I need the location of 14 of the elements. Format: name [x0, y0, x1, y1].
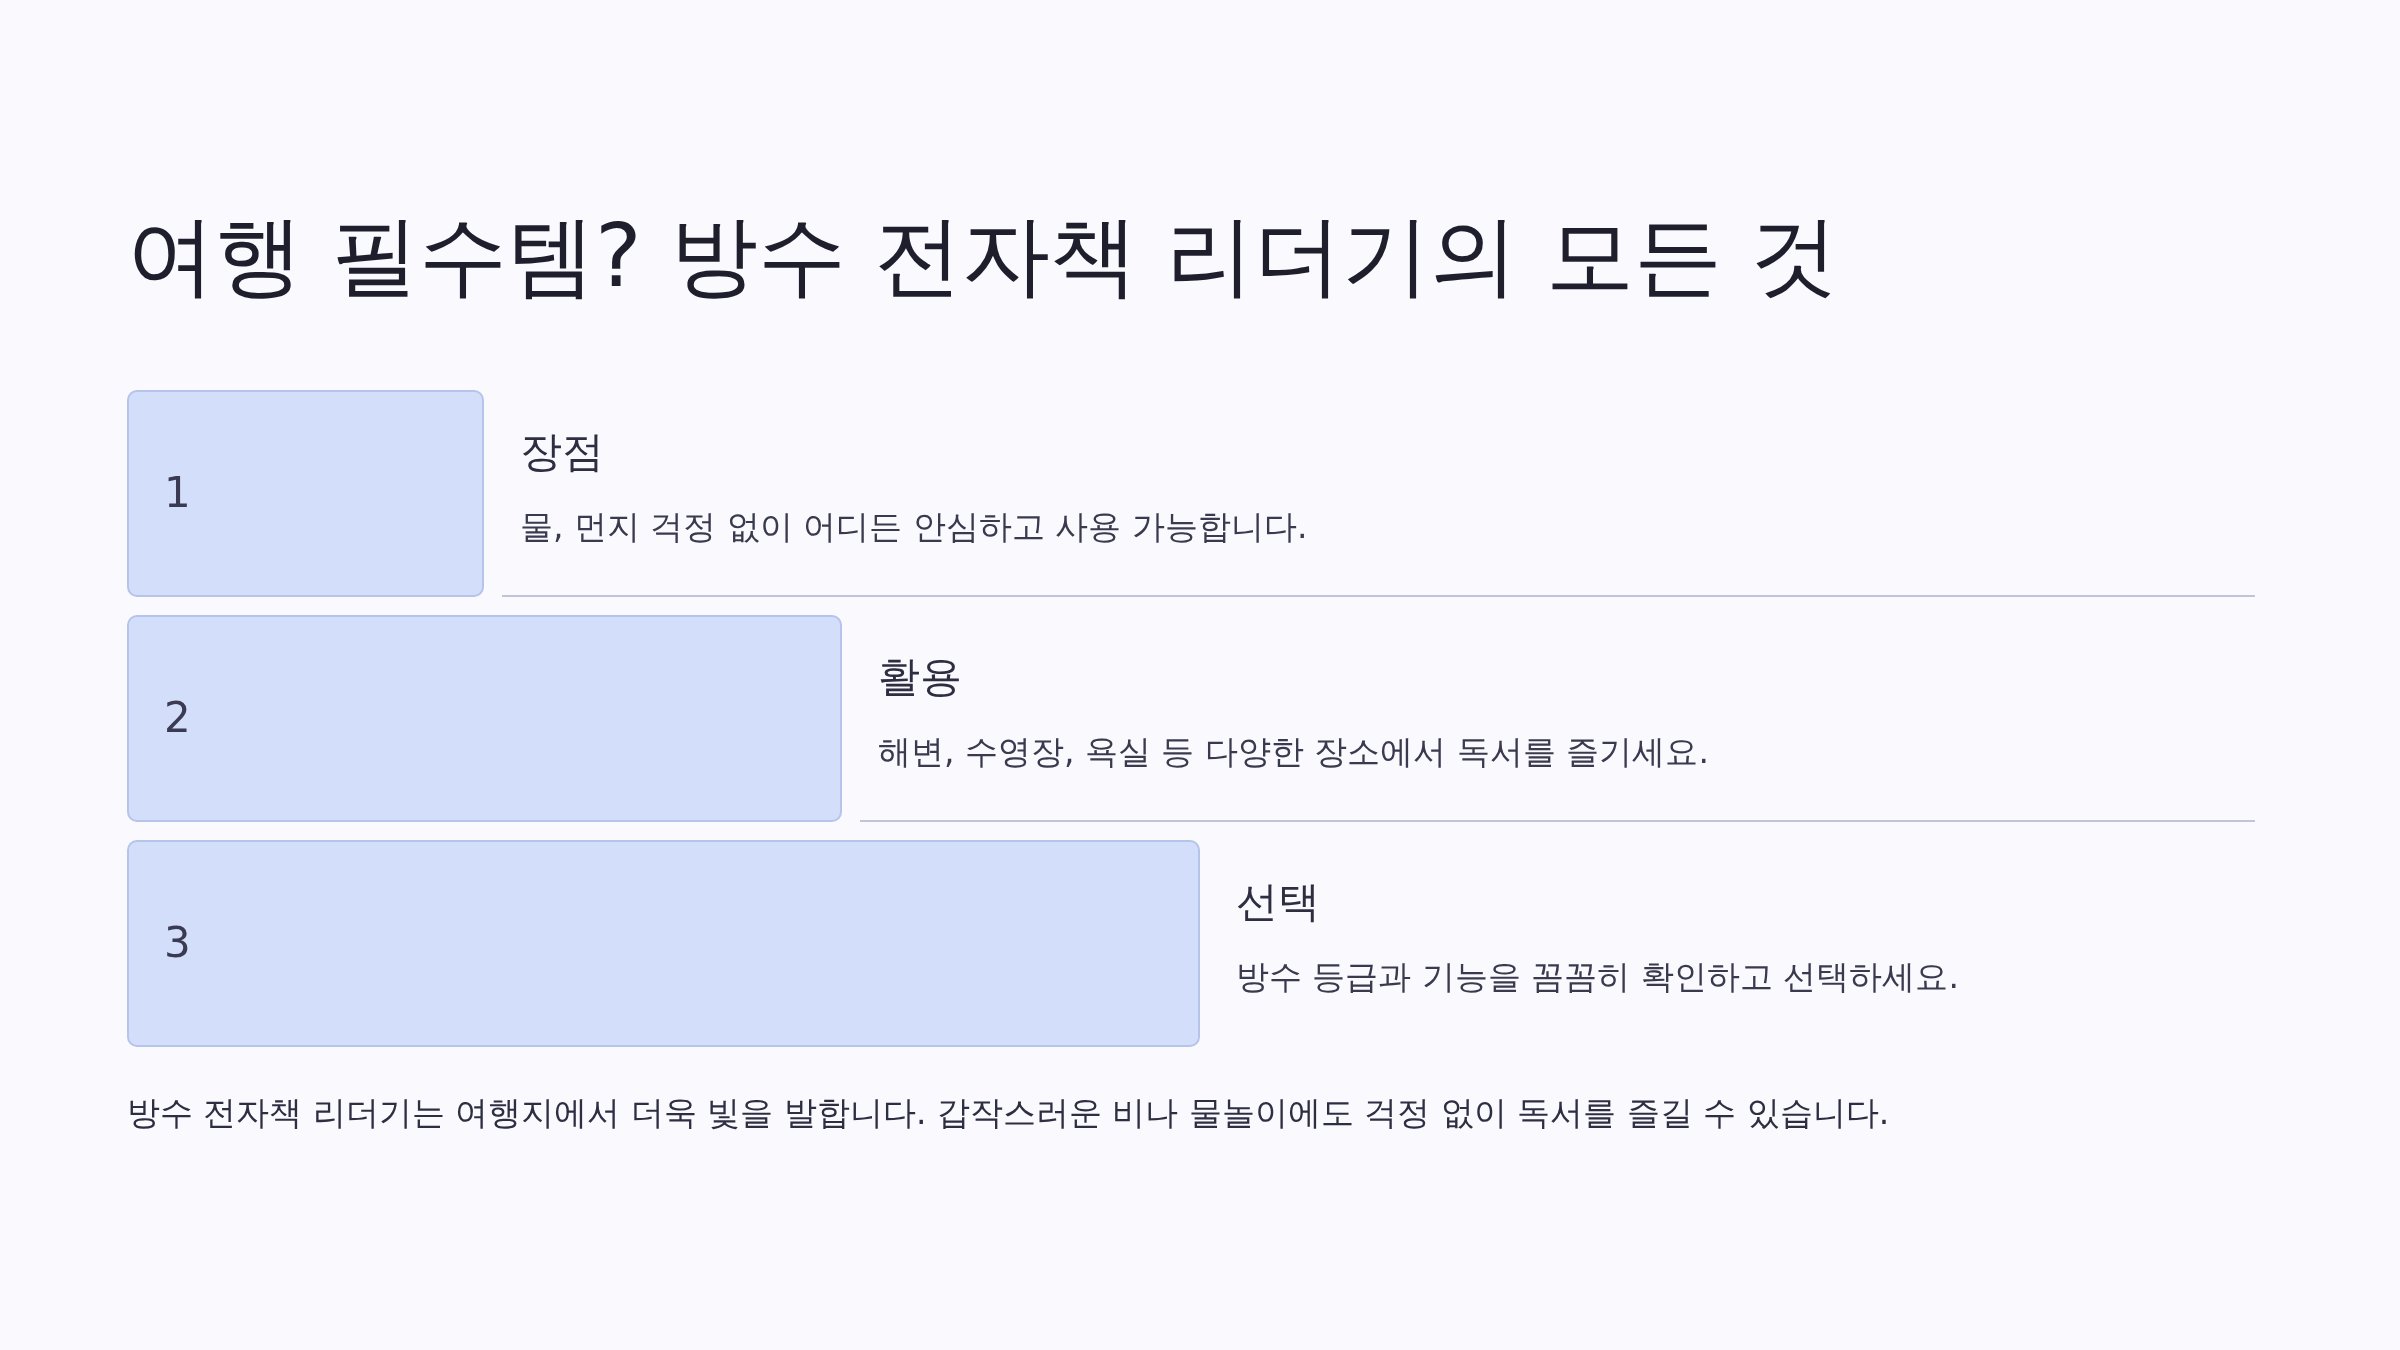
step-heading: 활용	[878, 652, 962, 702]
page-title: 여행 필수템? 방수 전자책 리더기의 모든 것	[127, 203, 1838, 309]
step-number: 2	[164, 693, 191, 744]
step-description: 물, 먼지 걱정 없이 어디든 안심하고 사용 가능합니다.	[520, 506, 1308, 548]
step-heading: 선택	[1236, 877, 1320, 927]
step-box	[127, 390, 484, 597]
step-heading: 장점	[520, 427, 604, 477]
step-number: 3	[164, 918, 191, 969]
caption-text: 방수 전자책 리더기는 여행지에서 더욱 빛을 발합니다. 갑작스러운 비나 물놀이에도 걱정 없이 독서를 즐길 수 있습니다.	[127, 1092, 1890, 1134]
step-box	[127, 840, 1200, 1047]
step-number: 1	[164, 468, 191, 519]
step-description: 방수 등급과 기능을 꼼꼼히 확인하고 선택하세요.	[1236, 956, 1959, 998]
step-box	[127, 615, 842, 822]
step-description: 해변, 수영장, 욕실 등 다양한 장소에서 독서를 즐기세요.	[878, 731, 1709, 773]
